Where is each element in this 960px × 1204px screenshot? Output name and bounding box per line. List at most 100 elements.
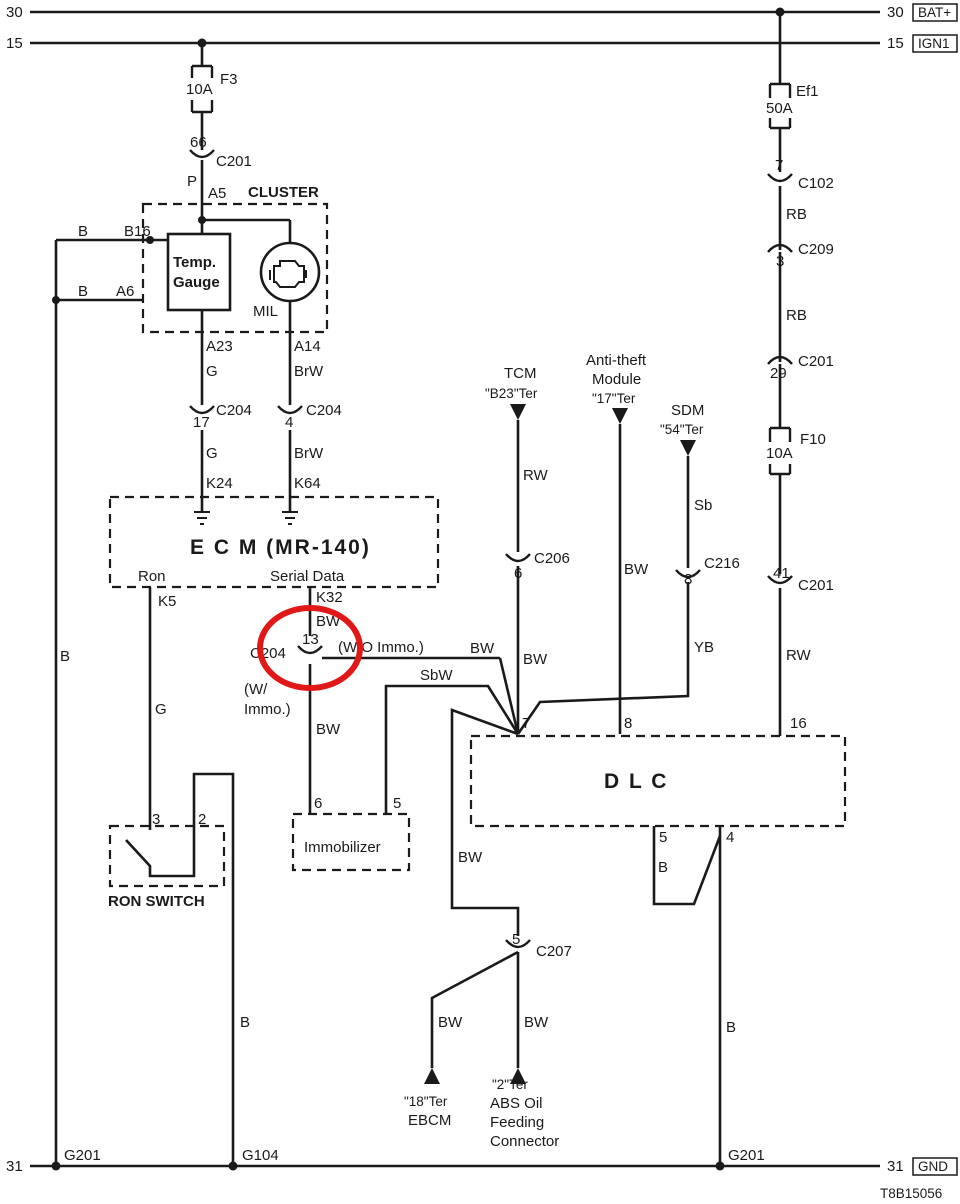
- ecm-pin-k5: K5: [158, 593, 176, 610]
- tcm-branch: TCM "B23"Ter RW 6 C206 BW: [485, 365, 570, 734]
- rail-gnd-tag: GND: [918, 1159, 948, 1174]
- wire-rw-label-1: RW: [523, 467, 549, 484]
- ebcm-ter: "18"Ter: [404, 1094, 448, 1109]
- serial-data-circuit: BW 13 C204 (W/O Immo.) (W/ Immo.) BW BW …: [244, 587, 520, 872]
- c204-c-pin: 13: [302, 631, 319, 648]
- ecm: E C M (MR-140) Ron Serial Data K5 K32: [108, 495, 440, 610]
- rail-gnd-num-left: 31: [6, 1158, 23, 1175]
- ground-g201-right: G201: [728, 1147, 765, 1164]
- immobilizer-label: Immobilizer: [304, 839, 381, 856]
- rail-ign-num-left: 15: [6, 35, 23, 52]
- cluster-pin-a14: A14: [294, 338, 321, 355]
- rail-ign-num-right: 15: [887, 35, 904, 52]
- sdm-ter: "54"Ter: [660, 422, 704, 437]
- wire-bw-label-2: BW: [470, 640, 495, 657]
- fuse-f10-name: F10: [800, 431, 826, 448]
- c216-pin: 8: [684, 571, 692, 588]
- c201-c-name: C201: [798, 577, 834, 594]
- wire-brw-label-1: BrW: [294, 363, 324, 380]
- ecm-ron-label: Ron: [138, 568, 166, 585]
- ebcm-label: EBCM: [408, 1112, 451, 1129]
- fuse-f3-name: F3: [220, 71, 238, 88]
- wire-b-label-1: B: [78, 223, 88, 240]
- ecm-pin-k32: K32: [316, 589, 343, 606]
- wire-b-label-2: B: [78, 283, 88, 300]
- wire-bw-label-4: BW: [523, 651, 548, 668]
- abs-line3: Connector: [490, 1133, 559, 1150]
- abs-line2: Feeding: [490, 1114, 544, 1131]
- ecm-title: E C M (MR-140): [190, 536, 371, 559]
- ron-pin2: 2: [198, 811, 206, 828]
- dlc-pin8: 8: [624, 715, 632, 732]
- fuse-f3-rating: 10A: [186, 81, 213, 98]
- highlight-circle: [257, 605, 363, 691]
- abs-line1: ABS Oil: [490, 1095, 543, 1112]
- sdm-branch: SDM "54"Ter Sb 8 C216 YB: [516, 402, 740, 735]
- rail-gnd-num-right: 31: [887, 1158, 904, 1175]
- cluster-pin-b16: B16: [124, 223, 151, 240]
- wire-bw-label-1: BW: [316, 613, 341, 630]
- c204-connectors: 17 C204 4 C204 G BrW K24 K64: [189, 402, 342, 525]
- wire-bw-label-8: BW: [524, 1014, 549, 1031]
- ron-switch-title: RON SWITCH: [108, 893, 205, 910]
- dlc-pin4: 4: [726, 829, 734, 846]
- ecm-serial-label: Serial Data: [270, 568, 345, 585]
- antitheft-branch: Anti-theft Module "17"Ter BW: [586, 352, 649, 734]
- with-immo-line1: (W/: [244, 681, 268, 698]
- mil-label: MIL: [253, 303, 278, 320]
- temp-gauge-line2: Gauge: [173, 274, 220, 291]
- c204-b-name: C204: [306, 402, 342, 419]
- wire-g-label-2: G: [206, 445, 218, 462]
- wire-b-label-5: B: [726, 1019, 736, 1036]
- rail-gnd: 31 31 GND: [6, 1157, 958, 1176]
- branch-f3: 10A F3 66 C201 P A5: [186, 38, 252, 220]
- conn-c201-name: C201: [216, 153, 252, 170]
- rail-bat-num-right: 30: [887, 4, 904, 21]
- ecm-pin-k64: K64: [294, 475, 321, 492]
- fuse-f10-rating: 10A: [766, 445, 793, 462]
- c206-name: C206: [534, 550, 570, 567]
- c201-c-pin: 41: [773, 565, 790, 582]
- dlc: D L C 7 8 16 5 4 B B G201: [469, 715, 847, 1171]
- tcm-label: TCM: [504, 365, 537, 382]
- wire-rw-label-2: RW: [786, 647, 812, 664]
- c201-b-name: C201: [798, 353, 834, 370]
- wire-rb-label-2: RB: [786, 307, 807, 324]
- wire-p-label: P: [187, 173, 197, 190]
- wire-bw-label-7: BW: [438, 1014, 463, 1031]
- abs-ter: "2"Ter: [492, 1077, 528, 1092]
- antitheft-ter: "17"Ter: [592, 391, 636, 406]
- wire-brw-label-2: BrW: [294, 445, 324, 462]
- dlc-pin16: 16: [790, 715, 807, 732]
- wire-bw-label-3: BW: [316, 721, 341, 738]
- antitheft-line2: Module: [592, 371, 641, 388]
- tcm-ter: "B23"Ter: [485, 386, 538, 401]
- rail-bat: 30 30 BAT+: [6, 3, 958, 22]
- ground-g201-left: G201: [64, 1147, 101, 1164]
- c204-a-name: C204: [216, 402, 252, 419]
- c204-a-pin: 17: [193, 414, 210, 431]
- ecm-pin-k24: K24: [206, 475, 233, 492]
- wire-g-label-3: G: [155, 701, 167, 718]
- c216-name: C216: [704, 555, 740, 572]
- wire-sbw-label: SbW: [420, 667, 453, 684]
- ron-pin3: 3: [152, 811, 160, 828]
- antitheft-line1: Anti-theft: [586, 352, 647, 369]
- wire-sb-label: Sb: [694, 497, 712, 514]
- wire-b-label-4: B: [658, 859, 668, 876]
- wire-bw-label-5: BW: [624, 561, 649, 578]
- cluster: CLUSTER Temp. Gauge MIL B16 A6 B B B G20…: [51, 184, 329, 1171]
- engine-icon: [269, 260, 307, 288]
- with-immo-line2: Immo.): [244, 701, 291, 718]
- cluster-title: CLUSTER: [248, 184, 319, 201]
- cluster-pin-a6: A6: [116, 283, 134, 300]
- branch-ef1: 50A Ef1 7 C102 RB 3 C209 RB 29 C201 10A …: [766, 7, 834, 736]
- w-o-immo-label: (W/O Immo.): [338, 639, 424, 656]
- rail-ign-tag: IGN1: [918, 36, 950, 51]
- cluster-pin-a5: A5: [208, 185, 226, 202]
- wire-g-label-1: G: [206, 363, 218, 380]
- c204-c-name: C204: [250, 645, 286, 662]
- wire-rb-label-1: RB: [786, 206, 807, 223]
- wire-yb-label: YB: [694, 639, 714, 656]
